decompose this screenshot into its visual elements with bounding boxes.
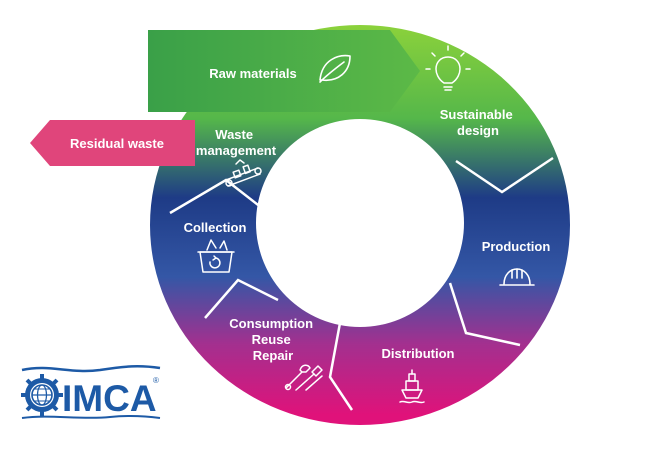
sustainable-design-label-line-2: design — [457, 123, 499, 138]
globe-gear-icon — [21, 374, 63, 416]
collection-label: Collection — [184, 220, 247, 235]
sustainable-design-label-line-1: Sustainable — [440, 107, 513, 122]
divider-design-production — [455, 156, 554, 194]
conveyor-icon — [225, 159, 262, 187]
consumption-label: Consumption Reuse Repair — [229, 316, 316, 363]
divider-production-distribution — [448, 282, 521, 347]
hard-hat-icon — [499, 268, 535, 286]
divider-distribution-consumption — [328, 322, 354, 411]
registered-mark: ® — [153, 376, 159, 385]
segment-dividers — [169, 156, 554, 411]
imca-logo-text: IMCA — [62, 378, 157, 419]
waste-management-label-line-1: Waste — [215, 127, 253, 142]
consumption-label-line-2: Reuse — [252, 332, 291, 347]
sustainable-design-label: Sustainable design — [440, 107, 517, 138]
leaf-icon — [319, 54, 351, 83]
consumption-label-line-1: Consumption — [229, 316, 313, 331]
recycle-bin-icon — [197, 239, 235, 273]
logo-wave-bottom — [21, 414, 161, 419]
waste-management-label-line-2: management — [196, 143, 277, 158]
consumption-label-line-3: Repair — [253, 348, 293, 363]
divider-consumption-collection — [204, 278, 279, 319]
tools-icon — [284, 364, 323, 391]
raw-materials-arrow — [148, 30, 420, 112]
residual-waste-label: Residual waste — [70, 136, 164, 151]
waste-management-label: Waste management — [196, 127, 277, 158]
residual-waste-arrow — [30, 120, 195, 166]
cycle-ring — [150, 25, 570, 425]
distribution-label: Distribution — [382, 346, 455, 361]
imca-logo: IMCA ® — [21, 365, 161, 419]
logo-wave-top — [21, 365, 161, 373]
ship-icon — [399, 369, 425, 404]
production-label: Production — [482, 239, 551, 254]
lightbulb-icon — [425, 45, 471, 91]
raw-materials-label: Raw materials — [209, 66, 296, 81]
